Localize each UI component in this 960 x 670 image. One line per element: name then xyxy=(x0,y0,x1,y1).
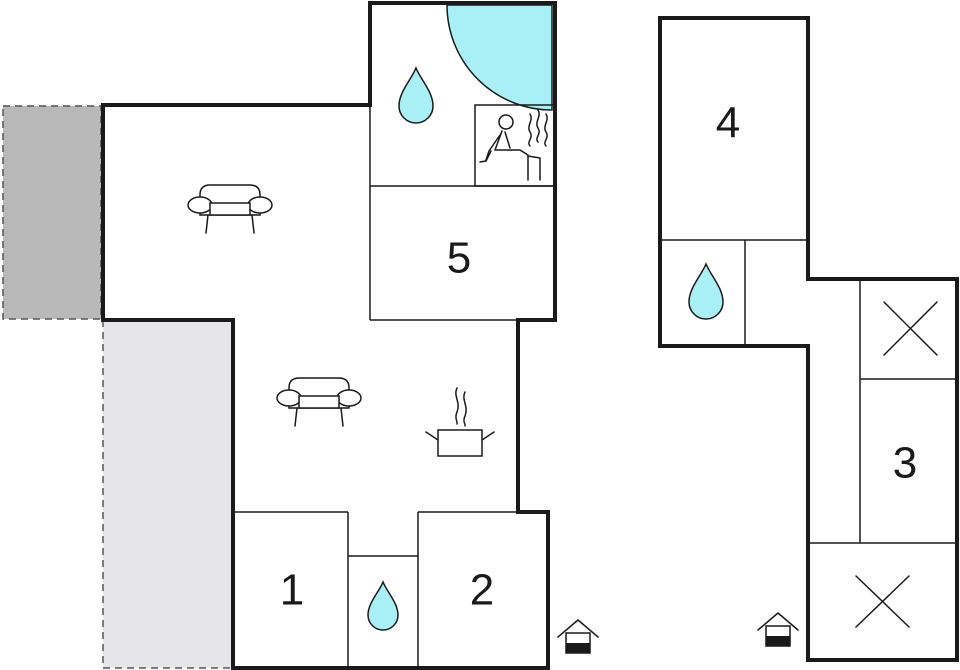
room-5-label: 5 xyxy=(447,234,471,283)
entrance-icon xyxy=(557,619,599,654)
room-1-label: 1 xyxy=(280,566,304,615)
annex-building-walls xyxy=(658,16,959,662)
annex-building-inner-walls xyxy=(660,239,957,544)
whirlpool-icon xyxy=(446,4,553,111)
sofa-icon xyxy=(187,184,273,234)
room-3-label: 3 xyxy=(893,439,917,488)
water-drop-icon xyxy=(367,579,399,631)
room-4-label: 4 xyxy=(716,99,740,148)
entrance-icon xyxy=(757,612,799,647)
bed-icon xyxy=(855,575,910,628)
bed-icon xyxy=(883,301,938,356)
covered-terrace xyxy=(2,105,102,320)
sofa-icon xyxy=(276,377,362,427)
water-drop-icon xyxy=(688,262,724,320)
sauna-icon xyxy=(479,109,548,181)
open-terrace xyxy=(102,320,234,669)
main-building-inner-walls xyxy=(233,104,556,668)
cooking-pot-icon xyxy=(425,387,495,457)
room-2-label: 2 xyxy=(470,566,494,615)
water-drop-icon xyxy=(398,66,434,124)
